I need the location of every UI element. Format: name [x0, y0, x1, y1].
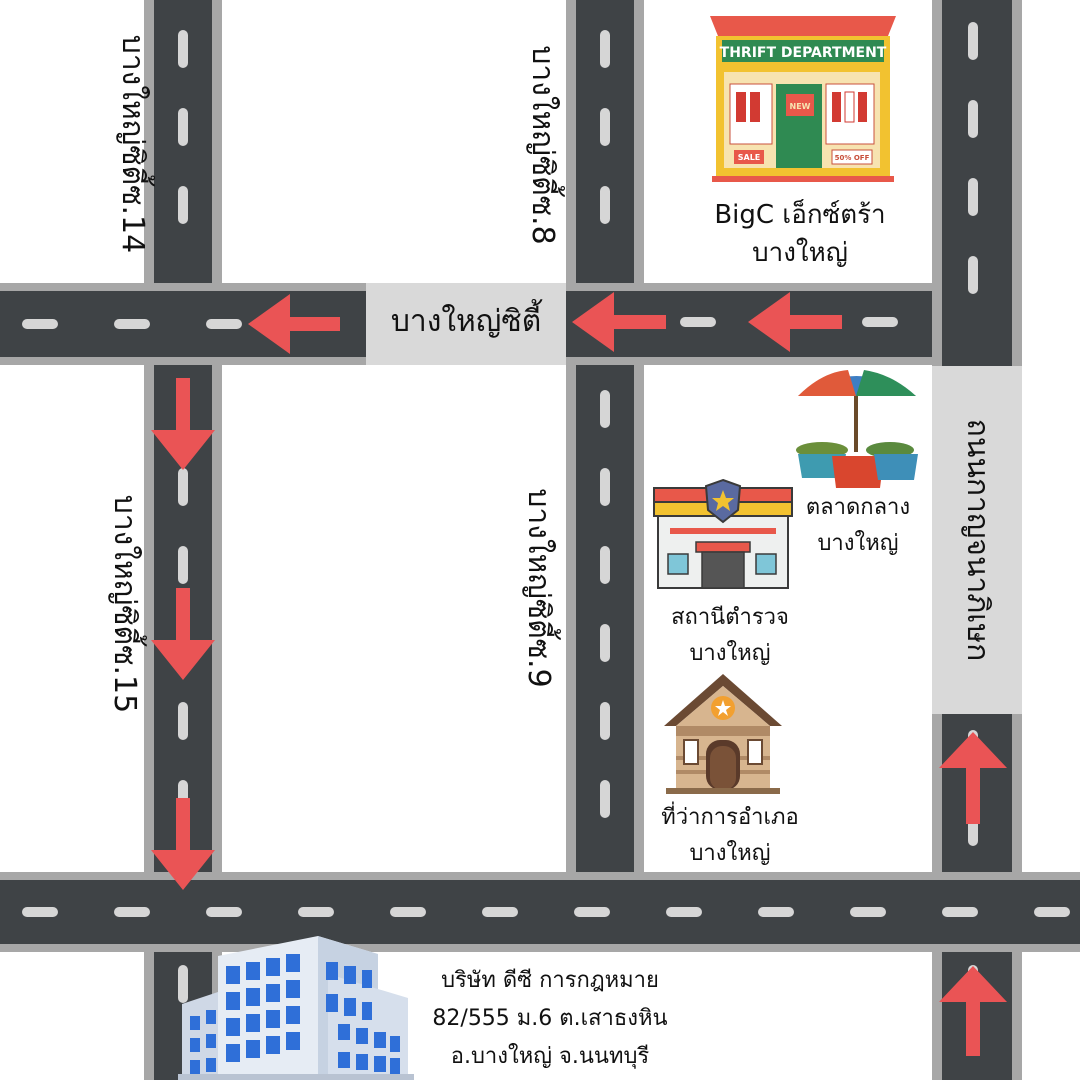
company-address-1: 82/555 ม.6 ต.เสาธงหิน [432, 1006, 668, 1031]
arrow-up [939, 966, 1007, 1056]
lane-dash [942, 907, 978, 917]
lane-dash [1034, 907, 1070, 917]
lane-dash [600, 186, 610, 224]
district-office-label: ที่ว่าการอำเภอ บางใหญ่ [630, 800, 830, 872]
bigc-label: BigC เอ็กซ์ตร้า บางใหญ่ [690, 196, 910, 272]
soi-15-label: บางใหญ่ซิตี้ซ.15 [107, 494, 142, 714]
lane-dash [758, 907, 794, 917]
lane-dash [206, 907, 242, 917]
lane-dash [178, 30, 188, 68]
kanchanaphisek-label: ถนนกาญจนาภิเษก [960, 418, 995, 662]
lane-dash [178, 965, 188, 1003]
svg-text:NEW: NEW [790, 102, 811, 111]
lane-dash [968, 22, 978, 60]
company-label: บริษัท ดีซี การกฎหมาย 82/555 ม.6 ต.เสาธง… [400, 962, 700, 1076]
arrow-left [748, 292, 842, 352]
arrow-down [151, 378, 215, 470]
lane-dash [22, 319, 58, 329]
svg-text:SALE: SALE [738, 153, 761, 162]
lane-dash [298, 907, 334, 917]
police-name: สถานีตำรวจ [671, 605, 789, 630]
lane-dash [968, 178, 978, 216]
shop-sign: THRIFT DEPARTMENT [720, 45, 887, 61]
lane-dash [600, 702, 610, 740]
police-station-icon [653, 478, 793, 589]
lane-dash [482, 907, 518, 917]
market-name: ตลาดกลาง [805, 495, 911, 520]
lane-dash [206, 319, 242, 329]
lane-dash [178, 702, 188, 740]
lane-dash [600, 108, 610, 146]
kanchanaphisek-label-plate [932, 366, 1022, 714]
arrow-down [151, 588, 215, 680]
lane-dash [178, 468, 188, 506]
road-bottom-surface [0, 880, 1080, 944]
lane-dash [968, 100, 978, 138]
company-address-2: อ.บางใหญ่ จ.นนทบุรี [450, 1044, 650, 1069]
lane-dash [600, 546, 610, 584]
arrow-left [572, 292, 666, 352]
main-road-label-plate [366, 283, 566, 365]
lane-dash [114, 319, 150, 329]
district-office-area: บางใหญ่ [689, 841, 771, 866]
office-building-icon [178, 936, 414, 1080]
arrow-up [939, 732, 1007, 824]
arrow-left [248, 294, 340, 354]
lane-dash [390, 907, 426, 917]
market-stall-icon [796, 370, 918, 488]
police-area: บางใหญ่ [689, 641, 771, 666]
lane-dash [178, 186, 188, 224]
market-label: ตลาดกลาง บางใหญ่ [788, 490, 928, 562]
lane-dash [22, 907, 58, 917]
arrow-down [151, 798, 215, 890]
lane-dash [850, 907, 886, 917]
lane-dash [968, 256, 978, 294]
lane-dash [600, 780, 610, 818]
district-office-name: ที่ว่าการอำเภอ [661, 805, 799, 830]
lane-dash [600, 468, 610, 506]
police-label: สถานีตำรวจ บางใหญ่ [640, 600, 820, 672]
lane-dash [666, 907, 702, 917]
soi-9-label: บางใหญ่ซิตี้ซ.9 [521, 488, 556, 688]
bigc-name: BigC เอ็กซ์ตร้า [714, 200, 886, 230]
bigc-area: บางใหญ่ [752, 238, 848, 268]
lane-dash [600, 624, 610, 662]
lane-dash [178, 108, 188, 146]
lane-dash [600, 30, 610, 68]
lane-dash [600, 390, 610, 428]
soi-8-label: บางใหญ่ซิตี้ซ.8 [525, 45, 560, 245]
lane-dash [178, 546, 188, 584]
district-office-icon [664, 674, 782, 794]
shop-icon: THRIFT DEPARTMENT NEW SALE 50% OFF [710, 16, 896, 182]
lane-dash [862, 317, 898, 327]
company-name: บริษัท ดีซี การกฎหมาย [441, 968, 659, 993]
svg-text:50% OFF: 50% OFF [835, 154, 870, 162]
main-road-label: บางใหญ่ซิตี้ [390, 304, 542, 339]
market-area: บางใหญ่ [817, 531, 899, 556]
lane-dash [114, 907, 150, 917]
lane-dash [680, 317, 716, 327]
lane-dash [574, 907, 610, 917]
soi-14-label: บางใหญ่ซิตี้ซ.14 [115, 34, 150, 254]
